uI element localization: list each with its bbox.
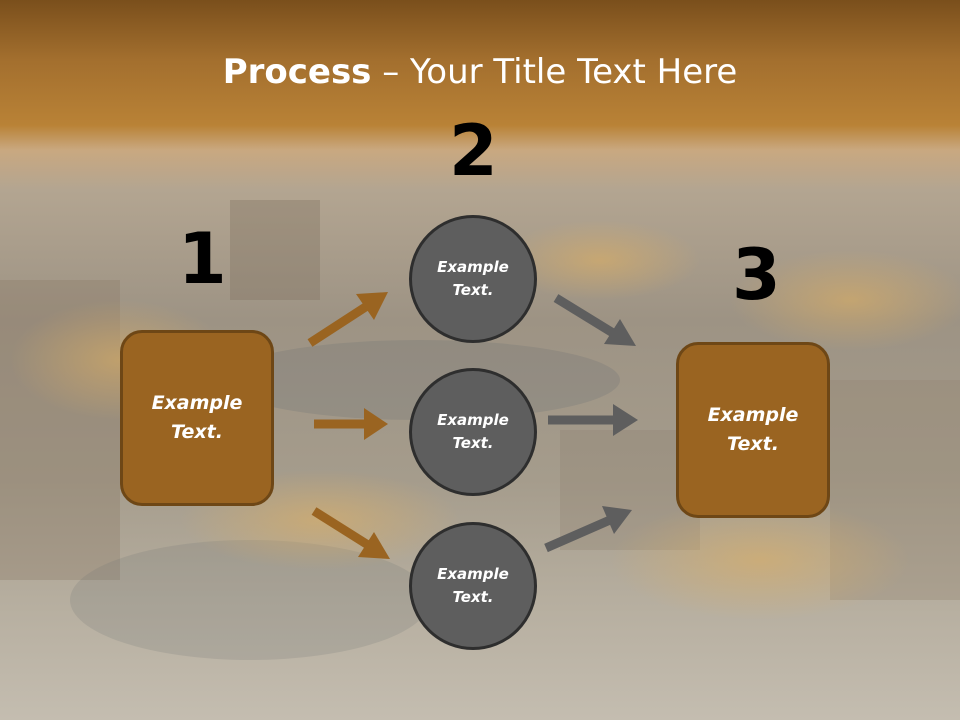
step-2-text-bottom: Example Text. [437,565,509,606]
title-bold: Process [222,52,372,92]
arrow-2-to-3-middle [548,404,638,436]
arrow-1-to-2-bottom [311,507,390,559]
step-number-2: 2 [449,110,498,192]
slide-title: Process – Your Title Text Here [0,52,960,92]
title-rest: – Your Title Text Here [371,52,738,92]
arrow-2-to-3-top [553,294,636,346]
step-3-text: Example Text. [707,404,799,455]
step-2-circle-top: Example Text. [409,215,537,343]
step-number-1: 1 [178,218,227,300]
step-3-box: Example Text. [676,342,830,518]
step-2-text-middle: Example Text. [437,411,509,452]
arrow-1-to-2-top [307,292,388,347]
arrow-1-to-2-middle [314,408,388,440]
step-1-box: Example Text. [120,330,274,506]
step-number-3: 3 [732,234,781,316]
step-2-circle-bottom: Example Text. [409,522,537,650]
arrow-2-to-3-bottom [544,506,632,553]
step-1-text: Example Text. [151,392,243,443]
step-2-text-top: Example Text. [437,258,509,299]
step-2-circle-middle: Example Text. [409,368,537,496]
